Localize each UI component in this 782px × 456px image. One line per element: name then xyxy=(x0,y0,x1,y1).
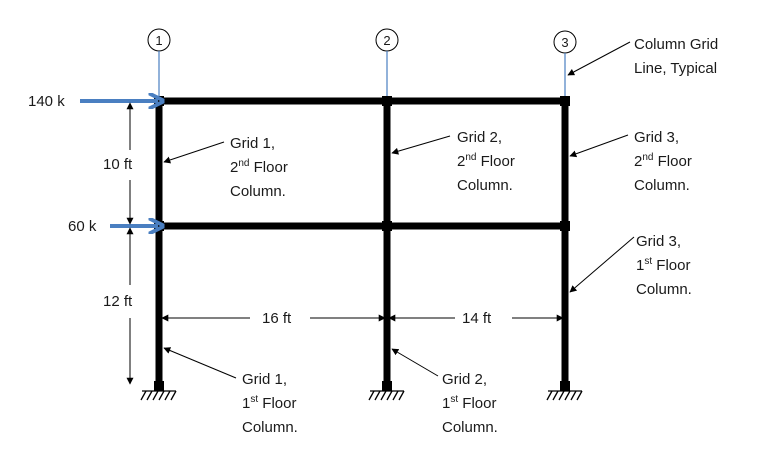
svg-text:Grid 1,: Grid 1, xyxy=(230,135,275,152)
svg-text:Grid 3,: Grid 3, xyxy=(636,233,681,250)
grid-bubble-2: 2 xyxy=(375,28,399,97)
svg-text:2: 2 xyxy=(383,33,390,48)
dim-bay-2: 14 ft xyxy=(388,310,564,327)
svg-text:Grid 2,: Grid 2, xyxy=(442,371,487,388)
svg-text:60 k: 60 k xyxy=(68,218,97,235)
callout-grid1-lower: Grid 1, 1st Floor Column. xyxy=(242,371,298,436)
svg-text:140 k: 140 k xyxy=(28,93,65,110)
svg-text:16 ft: 16 ft xyxy=(262,310,292,327)
callout-leaders xyxy=(163,41,635,379)
svg-text:14 ft: 14 ft xyxy=(462,310,492,327)
svg-text:12 ft: 12 ft xyxy=(103,293,133,310)
svg-text:Line, Typical: Line, Typical xyxy=(634,60,717,77)
svg-text:Column.: Column. xyxy=(442,419,498,436)
svg-text:Column.: Column. xyxy=(242,419,298,436)
svg-text:1st Floor: 1st Floor xyxy=(636,256,690,274)
svg-text:Column.: Column. xyxy=(230,183,286,200)
svg-text:2nd Floor: 2nd Floor xyxy=(634,152,692,170)
svg-text:1: 1 xyxy=(155,33,162,48)
callout-grid2-lower: Grid 2, 1st Floor Column. xyxy=(442,371,498,436)
fixed-support-icon xyxy=(140,390,583,401)
dim-upper-story: 10 ft xyxy=(103,102,134,225)
joints xyxy=(154,96,570,391)
callout-grid3-upper: Grid 3, 2nd Floor Column. xyxy=(634,129,692,194)
load-roof: 140 k xyxy=(28,93,158,110)
svg-text:Column.: Column. xyxy=(634,177,690,194)
svg-text:1st Floor: 1st Floor xyxy=(242,394,296,412)
load-second-floor: 60 k xyxy=(68,218,158,235)
frame xyxy=(155,97,569,390)
svg-text:1st Floor: 1st Floor xyxy=(442,394,496,412)
svg-text:Column.: Column. xyxy=(636,281,692,298)
svg-text:2nd Floor: 2nd Floor xyxy=(457,152,515,170)
callout-grid2-upper: Grid 2, 2nd Floor Column. xyxy=(457,129,515,194)
dim-bay-1: 16 ft xyxy=(161,310,386,327)
callout-grid3-lower: Grid 3, 1st Floor Column. xyxy=(636,233,692,298)
callout-grid-line: Column Grid Line, Typical xyxy=(634,36,718,77)
svg-text:Grid 3,: Grid 3, xyxy=(634,129,679,146)
svg-text:Grid 2,: Grid 2, xyxy=(457,129,502,146)
svg-text:Column.: Column. xyxy=(457,177,513,194)
grid-bubble-1: 1 xyxy=(147,28,171,97)
svg-text:2nd Floor: 2nd Floor xyxy=(230,158,288,176)
callout-grid1-upper: Grid 1, 2nd Floor Column. xyxy=(230,135,288,200)
svg-text:Column Grid: Column Grid xyxy=(634,36,718,53)
svg-text:Grid 1,: Grid 1, xyxy=(242,371,287,388)
dim-lower-story: 12 ft xyxy=(103,227,134,385)
svg-text:10 ft: 10 ft xyxy=(103,156,133,173)
svg-text:3: 3 xyxy=(561,35,568,50)
grid-bubble-3: 3 xyxy=(553,30,577,97)
